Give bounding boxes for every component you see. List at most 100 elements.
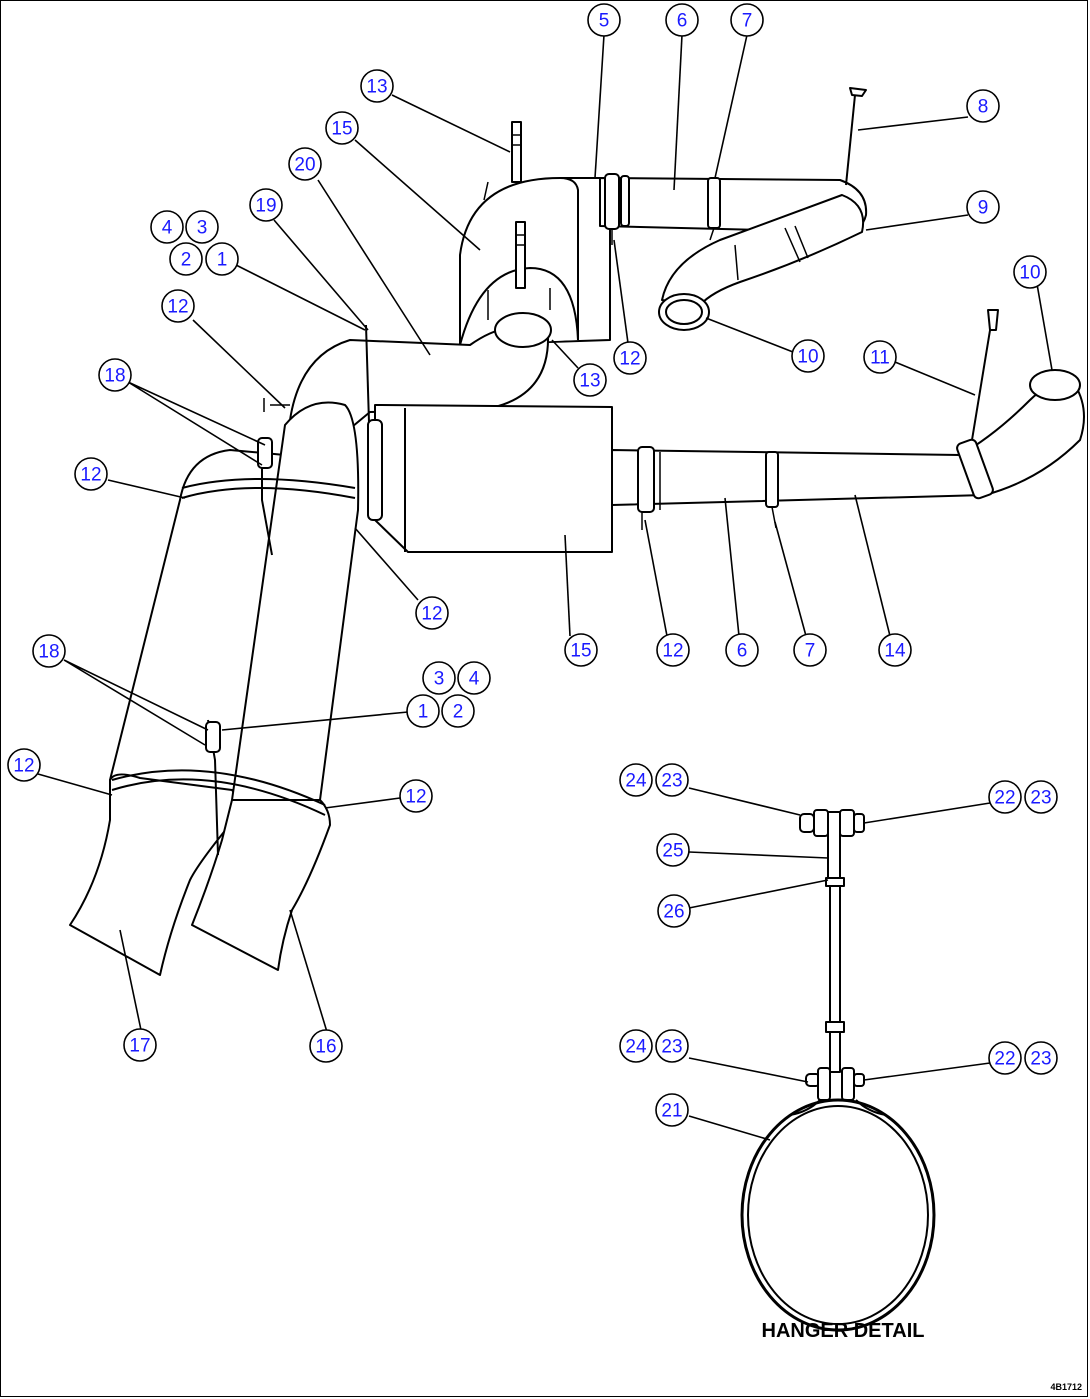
main-muffler xyxy=(367,404,613,553)
callout-12: 12 xyxy=(415,596,449,630)
callout-circle xyxy=(655,763,689,797)
callout-label: 15 xyxy=(331,119,352,140)
callout-circle xyxy=(325,111,359,145)
callout-circle xyxy=(415,596,449,630)
callout-label: 4 xyxy=(162,218,173,239)
callout-circle xyxy=(7,748,41,782)
callout-circle xyxy=(988,780,1022,814)
callout-circle xyxy=(878,633,912,667)
callout-18: 18 xyxy=(32,634,66,668)
callout-label: 19 xyxy=(255,196,276,217)
callout-circle xyxy=(150,210,184,244)
callout-label: 13 xyxy=(366,77,387,98)
callout-circle xyxy=(966,89,1000,123)
callout-label: 10 xyxy=(797,347,818,368)
callout-7: 7 xyxy=(793,633,827,667)
callout-19: 19 xyxy=(249,188,283,222)
hanger-detail-caption: HANGER DETAIL xyxy=(762,1320,925,1342)
callout-circle xyxy=(74,457,108,491)
callout-4: 4 xyxy=(457,661,491,695)
callout-circle xyxy=(309,1029,343,1063)
callout-circle xyxy=(966,190,1000,224)
callout-14: 14 xyxy=(878,633,912,667)
callout-circle xyxy=(161,289,195,323)
callout-circle xyxy=(422,661,456,695)
callout-label: 12 xyxy=(167,297,188,318)
callout-label: 23 xyxy=(661,771,682,792)
callout-label: 10 xyxy=(1019,263,1040,284)
callout-label: 21 xyxy=(661,1101,682,1122)
callout-12: 12 xyxy=(613,341,647,375)
callout-circle xyxy=(441,694,475,728)
callout-circle xyxy=(249,188,283,222)
callout-circle xyxy=(655,1029,689,1063)
callout-label: 12 xyxy=(619,349,640,370)
callout-circle xyxy=(613,341,647,375)
callout-1: 1 xyxy=(205,242,239,276)
callout-label: 5 xyxy=(599,11,610,32)
callout-26: 26 xyxy=(657,894,691,928)
callout-12: 12 xyxy=(161,289,195,323)
callout-label: 14 xyxy=(884,641,906,662)
callout-label: 15 xyxy=(570,641,591,662)
callout-label: 12 xyxy=(662,641,683,662)
callout-circle xyxy=(656,833,690,867)
callout-2: 2 xyxy=(169,242,203,276)
callout-3: 3 xyxy=(422,661,456,695)
callout-12: 12 xyxy=(7,748,41,782)
callout-label: 18 xyxy=(104,366,125,387)
callout-circle xyxy=(32,634,66,668)
callout-23: 23 xyxy=(1024,780,1058,814)
callout-circle xyxy=(169,242,203,276)
callout-4: 4 xyxy=(150,210,184,244)
callout-18: 18 xyxy=(98,358,132,392)
callout-24: 24 xyxy=(619,1029,653,1063)
callout-label: 3 xyxy=(434,669,445,690)
callout-circle xyxy=(185,210,219,244)
callout-10: 10 xyxy=(791,339,825,373)
callout-circle xyxy=(1013,255,1047,289)
left-exhaust-stacks xyxy=(69,398,360,976)
callout-label: 11 xyxy=(870,348,890,369)
callout-7: 7 xyxy=(730,3,764,37)
callout-label: 22 xyxy=(994,788,1015,809)
callout-1: 1 xyxy=(406,694,440,728)
callout-label: 26 xyxy=(663,902,684,923)
callout-24: 24 xyxy=(619,763,653,797)
callout-circle xyxy=(657,894,691,928)
callout-circle xyxy=(988,1041,1022,1075)
callout-21: 21 xyxy=(655,1093,689,1127)
callout-label: 16 xyxy=(315,1037,336,1058)
callout-8: 8 xyxy=(966,89,1000,123)
callout-circle xyxy=(655,1093,689,1127)
callout-label: 20 xyxy=(294,155,315,176)
callout-25: 25 xyxy=(656,833,690,867)
callout-label: 7 xyxy=(805,641,816,662)
callout-label: 23 xyxy=(1030,788,1051,809)
callout-label: 9 xyxy=(978,198,989,219)
callout-circle xyxy=(123,1028,157,1062)
callout-16: 16 xyxy=(309,1029,343,1063)
callout-label: 6 xyxy=(677,11,688,32)
callout-circle xyxy=(1024,1041,1058,1075)
callout-circle xyxy=(656,633,690,667)
callout-circle xyxy=(665,3,699,37)
callout-circle xyxy=(619,763,653,797)
callout-9: 9 xyxy=(966,190,1000,224)
callout-circle xyxy=(98,358,132,392)
callout-label: 23 xyxy=(1030,1049,1051,1070)
callout-label: 12 xyxy=(405,787,426,808)
callout-circle xyxy=(573,363,607,397)
callout-circle xyxy=(564,633,598,667)
callout-12: 12 xyxy=(74,457,108,491)
callout-circle xyxy=(863,340,897,374)
callout-circle xyxy=(457,661,491,695)
drawing-code: 4B1712 xyxy=(1050,1382,1082,1392)
callout-circle xyxy=(587,3,621,37)
callout-label: 7 xyxy=(742,11,753,32)
callout-11: 11 xyxy=(863,340,897,374)
callout-label: 1 xyxy=(217,250,228,271)
